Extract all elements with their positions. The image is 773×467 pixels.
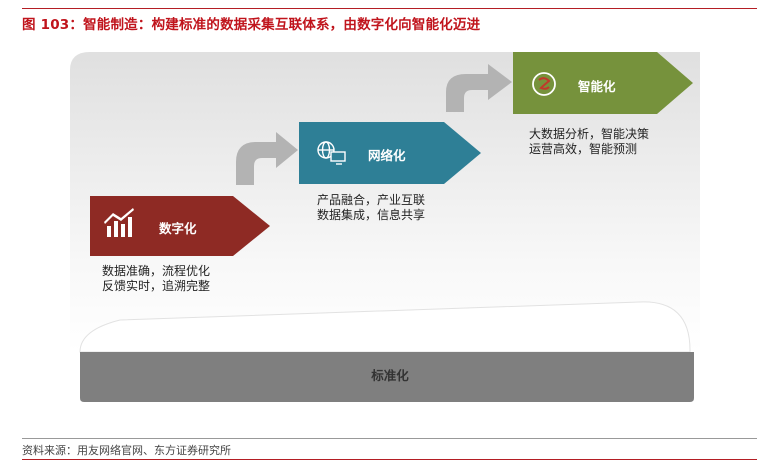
step-arrow-1 xyxy=(236,132,298,185)
step-arrow-2 xyxy=(446,64,512,112)
stage-desc-network: 产品融合，产业互联 数据集成，信息共享 xyxy=(317,193,426,222)
stage-shape-intelligent xyxy=(513,52,693,114)
globe-computer-icon xyxy=(317,141,346,165)
background-panel xyxy=(70,52,700,352)
brain-icon xyxy=(532,72,556,96)
stage-label-network: 网络化 xyxy=(368,148,406,163)
base-label: 标准化 xyxy=(371,368,409,383)
top-rule xyxy=(22,8,757,9)
bottom-rule xyxy=(22,438,757,439)
bar-chart-icon xyxy=(104,208,134,237)
stage-shape-network xyxy=(299,122,481,184)
stage-desc-intelligent: 大数据分析，智能决策 运营高效，智能预测 xyxy=(529,127,650,156)
base-platform-top xyxy=(79,301,691,353)
stage-label-digital: 数字化 xyxy=(159,221,197,236)
base-bar xyxy=(80,352,694,402)
stage-label-intelligent: 智能化 xyxy=(578,79,616,94)
figure-title: 图 103：智能制造：构建标准的数据采集互联体系，由数字化向智能化迈进 xyxy=(22,17,481,33)
footer-rule xyxy=(22,459,757,460)
source-note: 资料来源：用友网络官网、东方证券研究所 xyxy=(22,444,231,457)
stage-desc-digital: 数据准确，流程优化 反馈实时，追溯完整 xyxy=(102,264,211,293)
stage-shape-digital xyxy=(90,196,270,256)
